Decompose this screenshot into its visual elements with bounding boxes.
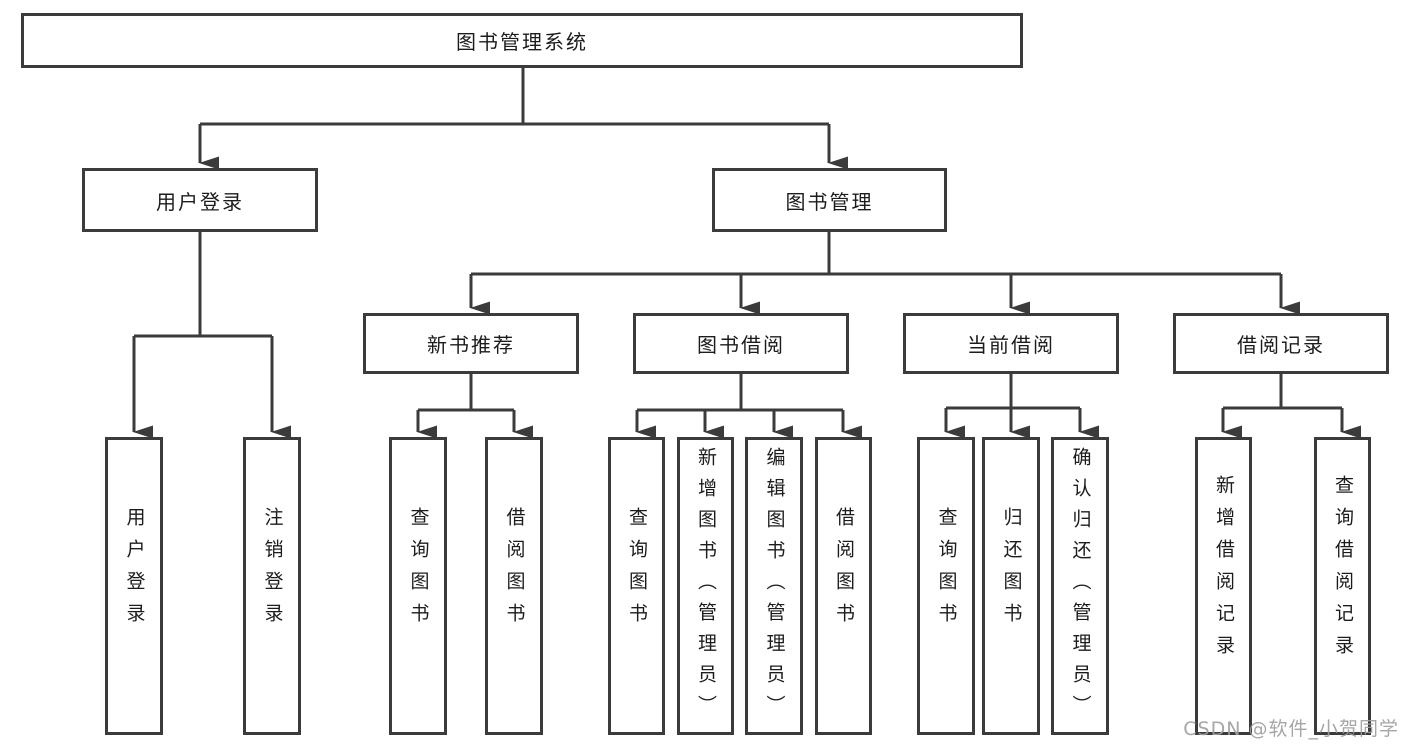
node-book-management: 图书管理 <box>712 168 947 232</box>
leaf-query-books: 查询图书 <box>608 437 665 735</box>
leaf-logout: 注销登录 <box>243 437 301 735</box>
node-label: 图书借阅 <box>697 333 785 357</box>
node-label: 新书推荐 <box>427 333 515 357</box>
node-label: 查询图书 <box>626 507 648 635</box>
leaf-edit-books-admin: 编辑图书（管理员） <box>745 437 803 735</box>
leaf-query-books: 查询图书 <box>917 437 975 735</box>
node-label: 注销登录 <box>261 507 284 635</box>
node-library-management-system: 图书管理系统 <box>21 13 1023 68</box>
node-label: 当前借阅 <box>967 333 1055 357</box>
node-borrow-records: 借阅记录 <box>1173 313 1389 374</box>
node-user-login: 用户登录 <box>82 168 318 232</box>
node-label: 查询图书 <box>407 507 430 635</box>
leaf-return-books: 归还图书 <box>982 437 1040 735</box>
node-label: 借阅图书 <box>833 507 855 635</box>
node-label: 查询图书 <box>935 507 958 635</box>
node-label: 编辑图书（管理员） <box>763 446 786 726</box>
node-label: 新增图书（管理员） <box>695 446 717 726</box>
node-current-borrow: 当前借阅 <box>903 313 1119 374</box>
node-label: 借阅图书 <box>503 507 526 635</box>
node-new-book-recommend: 新书推荐 <box>363 313 579 374</box>
node-label: 查询借阅记录 <box>1332 475 1354 667</box>
leaf-borrow-books: 借阅图书 <box>815 437 872 735</box>
node-label: 用户登录 <box>156 189 244 214</box>
node-label: 图书管理系统 <box>456 30 588 54</box>
node-book-borrow: 图书借阅 <box>633 313 849 374</box>
csdn-watermark: CSDN @软件_小贺同学 <box>1183 718 1399 740</box>
leaf-add-borrow-record: 新增借阅记录 <box>1195 437 1252 735</box>
node-label: 归还图书 <box>1000 507 1023 635</box>
leaf-query-borrow-record: 查询借阅记录 <box>1314 437 1371 735</box>
leaf-user-login: 用户登录 <box>105 437 163 735</box>
leaf-query-books: 查询图书 <box>389 437 447 735</box>
node-label: 图书管理 <box>785 189 874 214</box>
node-label: 借阅记录 <box>1237 333 1325 357</box>
node-label: 用户登录 <box>123 507 146 635</box>
leaf-add-books-admin: 新增图书（管理员） <box>677 437 734 735</box>
leaf-borrow-books: 借阅图书 <box>485 437 543 735</box>
node-label: 确认归还（管理员） <box>1069 446 1092 726</box>
leaf-confirm-return-admin: 确认归还（管理员） <box>1051 437 1109 735</box>
node-label: 新增借阅记录 <box>1213 475 1235 667</box>
